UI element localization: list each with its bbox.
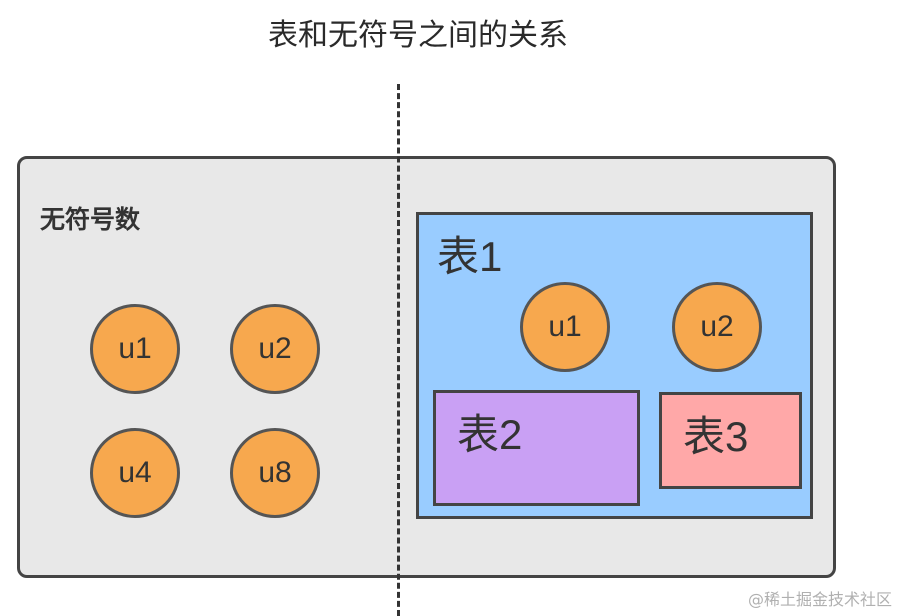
table2-box [433,390,640,506]
watermark: @稀土掘金技术社区 [747,590,892,609]
dashed-divider [397,84,400,616]
table1-circle-u1: u1 [520,282,610,372]
unsigned-circle-u1: u1 [90,304,180,394]
unsigned-circle-u2: u2 [230,304,320,394]
table3-label: 表3 [683,413,749,460]
unsigned-circle-u4: u4 [90,428,180,518]
table2-label: 表2 [457,411,523,458]
unsigned-numbers-label: 无符号数 [40,205,141,234]
table3-box [659,392,802,489]
table1-label: 表1 [437,233,503,280]
unsigned-circle-u8: u8 [230,428,320,518]
table1-circle-u2: u2 [672,282,762,372]
diagram-title: 表和无符号之间的关系 [268,18,568,53]
